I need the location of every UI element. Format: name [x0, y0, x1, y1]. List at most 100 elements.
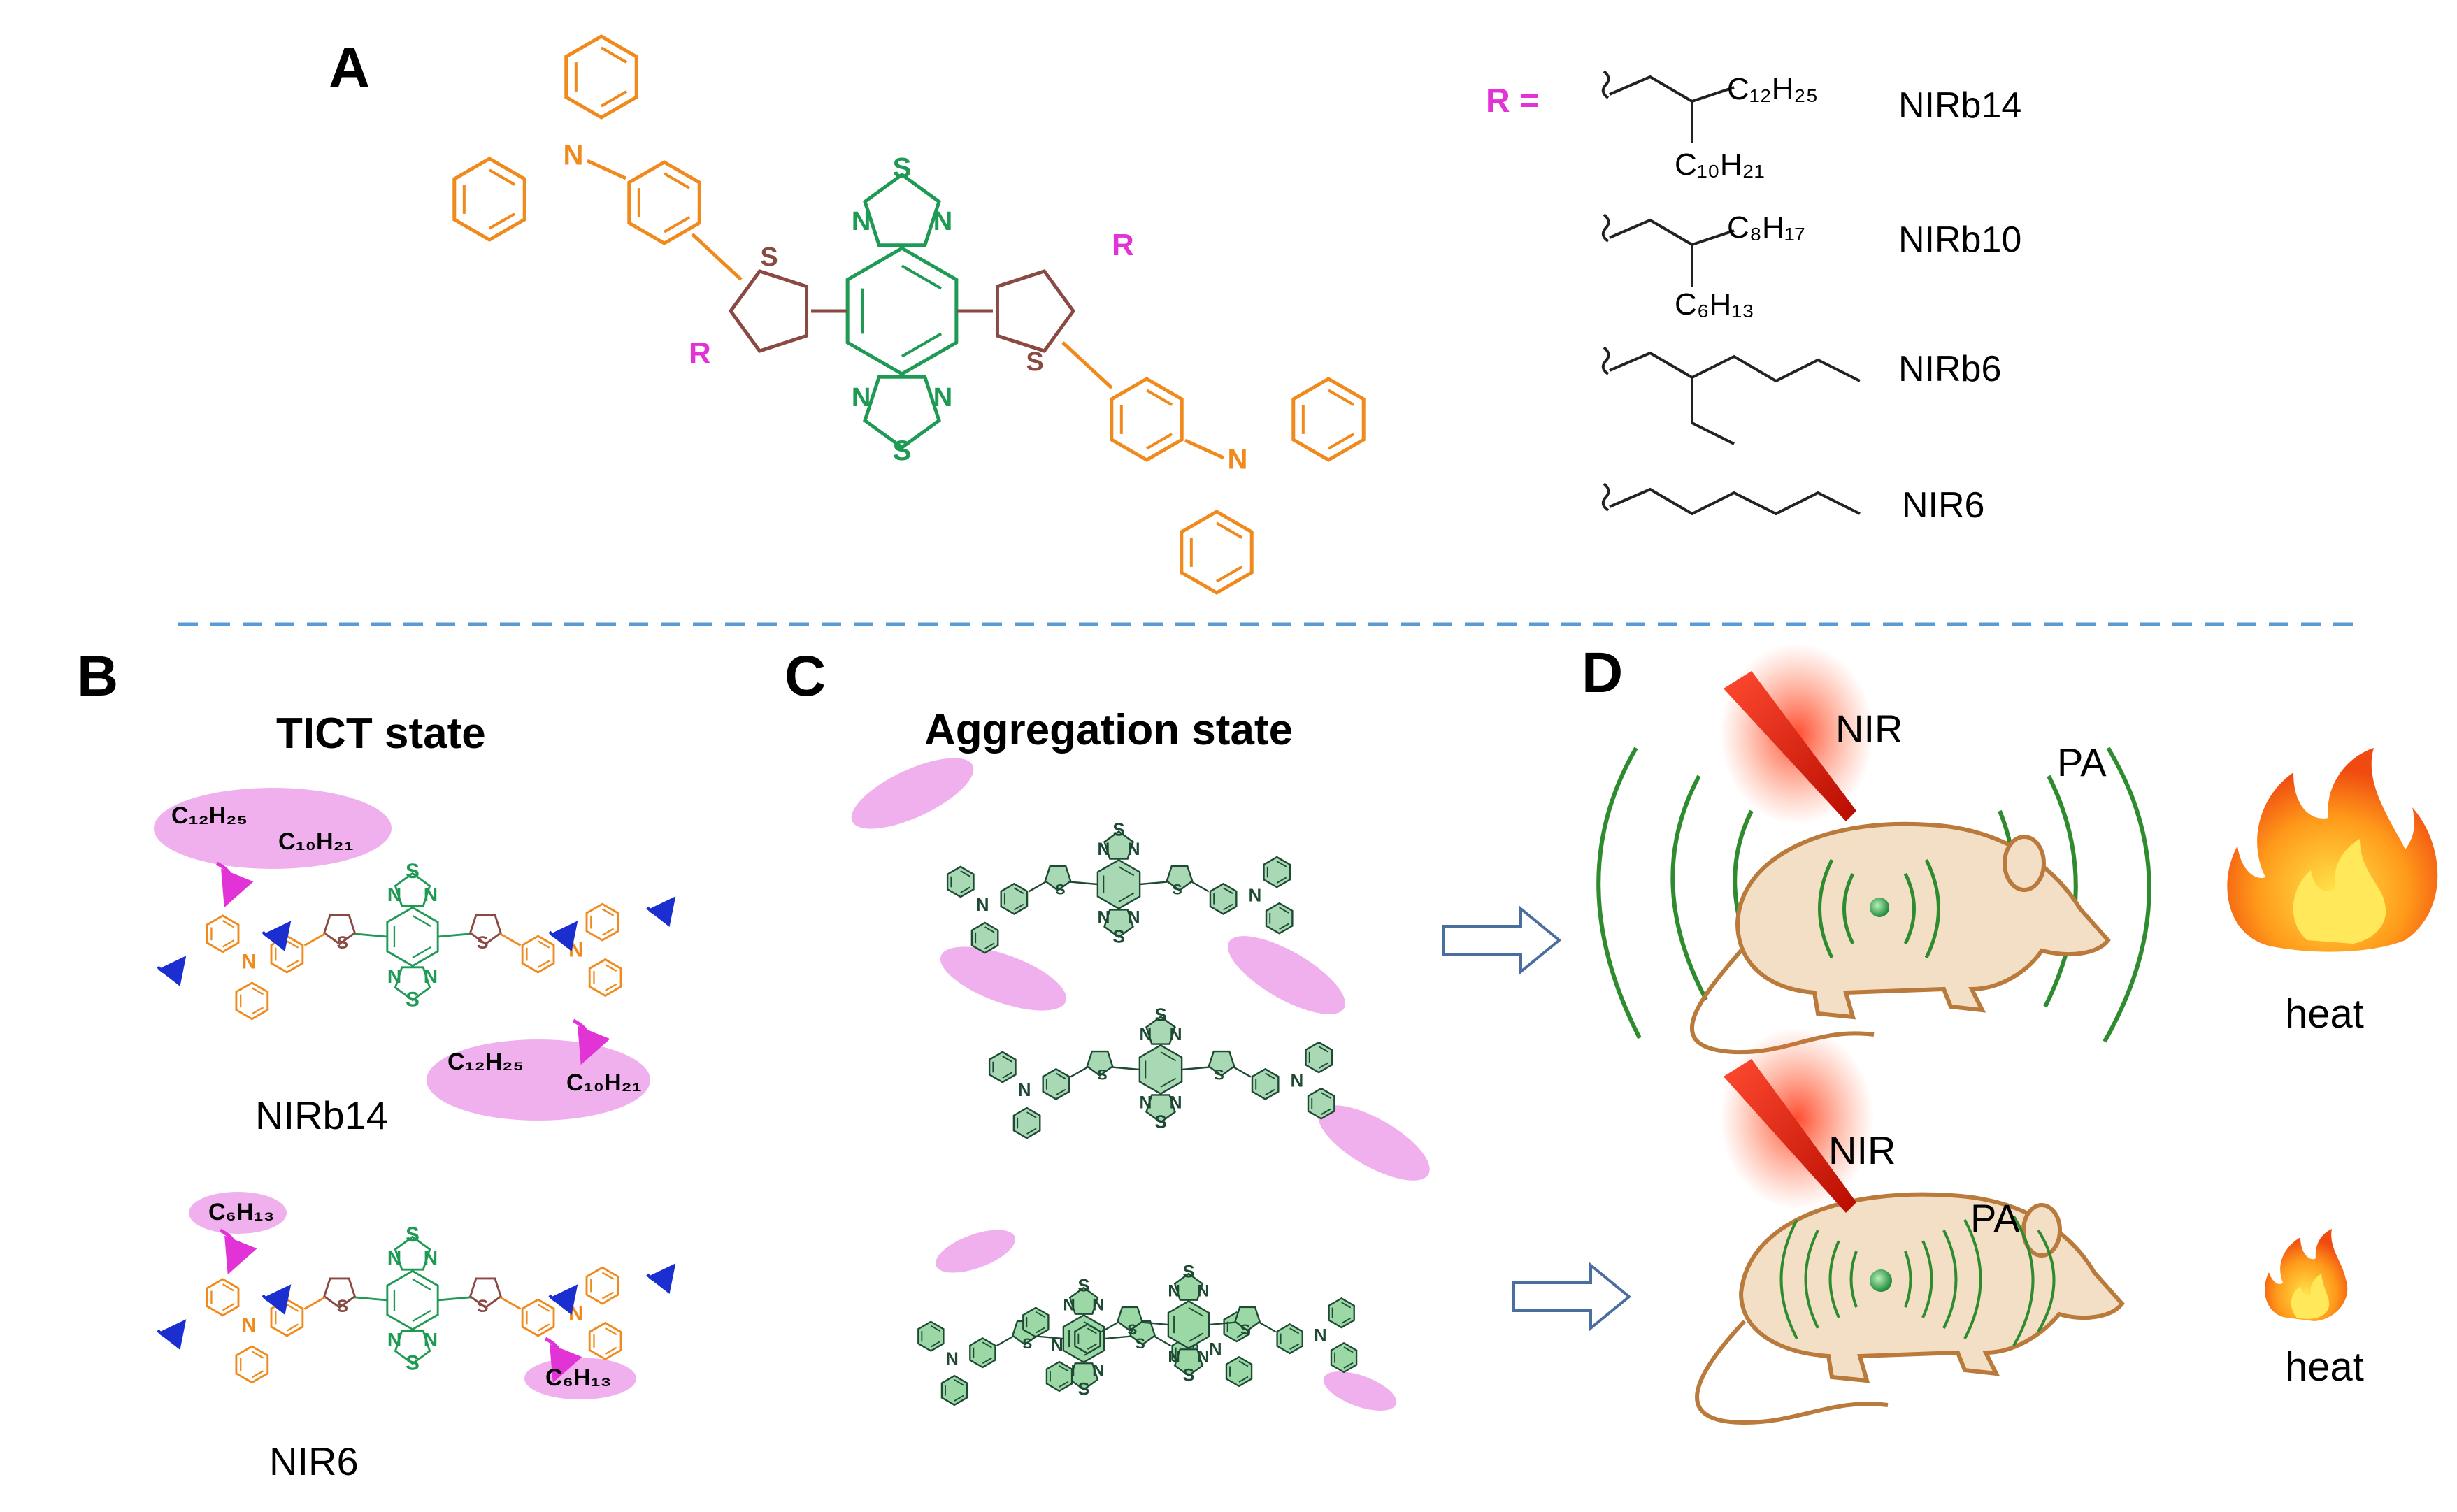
- rotation-arrow: [262, 1284, 292, 1316]
- bond: [1141, 1321, 1168, 1326]
- double-bond: [1035, 1327, 1045, 1334]
- double-bond: [1343, 1362, 1354, 1369]
- sulfur-atom: S: [406, 1223, 420, 1246]
- mouse-bottom: [1695, 1192, 2125, 1425]
- alkyl-ellipse: [1318, 1105, 1430, 1181]
- sulfur-atom: S: [893, 152, 912, 183]
- nitrogen-atom: N: [1050, 1335, 1063, 1355]
- double-bond: [489, 168, 516, 186]
- double-bond: [1188, 1306, 1204, 1317]
- double-bond: [601, 90, 628, 108]
- phenyl-ring: [588, 958, 622, 998]
- sulfur-atom: S: [1022, 1336, 1032, 1352]
- panel-letter-b: B: [77, 645, 118, 708]
- nitrogen-atom: N: [1228, 445, 1248, 475]
- thiophene-ring: [1044, 865, 1072, 892]
- double-bond: [1145, 389, 1173, 406]
- alkyl-ellipse: [936, 1230, 1015, 1273]
- nitrogen-atom: N: [1290, 1070, 1303, 1090]
- double-bond: [1236, 1331, 1247, 1339]
- double-bond: [1327, 433, 1355, 450]
- thiophene-ring: [394, 1235, 431, 1271]
- bottom-scene: NIR PA heat: [1695, 1028, 2364, 1425]
- nitrogen-atom: N: [1018, 1079, 1031, 1100]
- nitrogen-atom: N: [1209, 1340, 1222, 1360]
- top-scene: NIR PA heat: [1596, 643, 2438, 1055]
- double-bond: [1059, 1381, 1069, 1388]
- double-bond: [605, 983, 617, 992]
- pa-label-top: PA: [2057, 740, 2107, 784]
- flame-icon-large: [2227, 748, 2438, 952]
- sulfur-atom: S: [1136, 1336, 1145, 1352]
- double-bond: [1160, 1077, 1177, 1088]
- nitrogen-atom: N: [1314, 1326, 1326, 1346]
- rotation-arrow: [262, 921, 292, 952]
- thiophene-ring: [1103, 909, 1134, 938]
- phenyl-ring: [386, 906, 439, 967]
- phenyl-ring: [1110, 377, 1184, 462]
- double-bond: [982, 1341, 992, 1348]
- bond: [996, 1335, 1014, 1347]
- phenyl-ring: [1180, 510, 1254, 595]
- thiophene-ring: [1068, 1286, 1099, 1315]
- flame-icon-small: [2264, 1229, 2348, 1321]
- double-bond: [901, 332, 943, 358]
- nitrogen-atom: N: [387, 965, 401, 987]
- double-bond: [1321, 1092, 1331, 1099]
- double-bond: [537, 1304, 550, 1312]
- sulfur-atom: S: [1112, 819, 1124, 840]
- double-bond: [1026, 1111, 1037, 1118]
- nitrogen-atom: N: [1248, 884, 1261, 905]
- double-bond: [537, 960, 550, 968]
- bond: [586, 159, 627, 180]
- sulfur-atom: S: [337, 1297, 349, 1316]
- twist-arrow: [544, 1337, 582, 1383]
- bond: [1259, 1321, 1277, 1333]
- nitrogen-atom: N: [1063, 1295, 1075, 1314]
- double-bond: [1002, 1056, 1012, 1063]
- bond: [1101, 1321, 1119, 1333]
- double-bond: [222, 939, 235, 948]
- alkyl-ellipse: [851, 758, 974, 829]
- alkyl-ellipse: [189, 1192, 287, 1234]
- sulfur-atom: S: [406, 1352, 420, 1375]
- double-bond: [286, 960, 299, 968]
- sulfur-atom: S: [1183, 1366, 1195, 1385]
- nitrogen-atom: N: [1092, 1295, 1105, 1314]
- nir-label-top: NIR: [1835, 707, 1903, 751]
- double-bond: [1013, 903, 1024, 911]
- nitrogen-atom: N: [387, 1247, 401, 1269]
- phenyl-ring: [206, 914, 240, 953]
- phenyl-ring: [452, 157, 526, 242]
- mouse-top-inner-waves: [1818, 858, 1940, 959]
- nitrogen-atom: N: [424, 1247, 438, 1269]
- nitrogen-atom: N: [1168, 1281, 1180, 1300]
- nanoparticle-top: [1870, 898, 1889, 917]
- double-bond: [1160, 1051, 1177, 1062]
- double-bond: [222, 1303, 235, 1311]
- nitrogen-atom: N: [1139, 1025, 1152, 1044]
- double-bond: [601, 1291, 615, 1299]
- double-bond: [1279, 907, 1289, 914]
- double-bond: [1118, 892, 1135, 902]
- nitrogen-atom: N: [568, 939, 583, 962]
- bond: [1191, 881, 1210, 893]
- heat-label-top: heat: [2285, 991, 2364, 1037]
- double-bond: [1318, 1046, 1329, 1053]
- thiophene-ring: [1234, 1306, 1261, 1332]
- rotation-arrow: [548, 1284, 578, 1316]
- heat-label-bottom: heat: [2285, 1344, 2364, 1390]
- panel-c-title: Aggregation state: [924, 706, 1293, 754]
- sulfur-atom: S: [1055, 880, 1065, 898]
- twist-arrow: [215, 861, 254, 908]
- double-bond: [1318, 1062, 1329, 1069]
- phenyl-ring: [235, 981, 269, 1021]
- double-bond: [1289, 1327, 1300, 1334]
- double-bond: [1343, 1346, 1354, 1353]
- bond: [1154, 1335, 1172, 1347]
